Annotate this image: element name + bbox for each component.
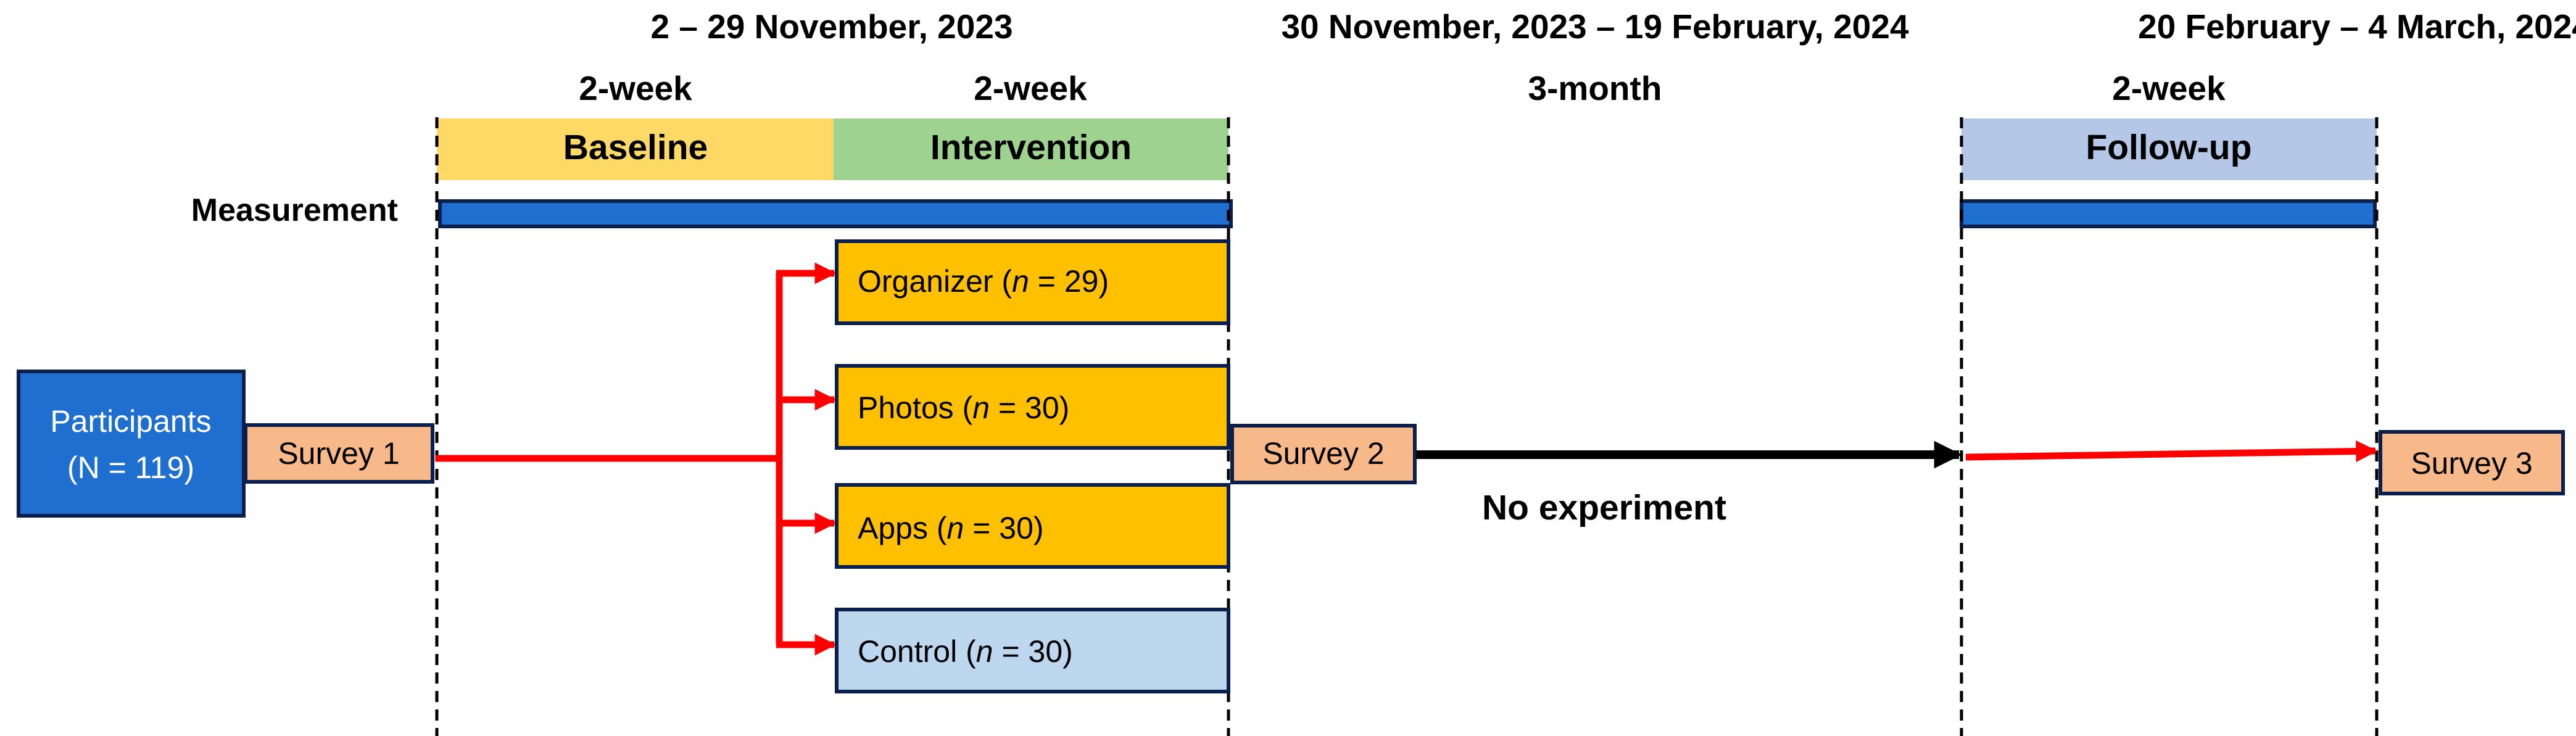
baseline-label: Baseline <box>563 128 708 167</box>
group-label-photos: Photos (n = 30) <box>858 391 1069 425</box>
group-label-apps: Apps (n = 30) <box>858 511 1044 545</box>
survey-3-box <box>2379 430 2565 495</box>
participants-box <box>17 370 246 518</box>
followup-label: Follow-up <box>2085 128 2251 167</box>
period-dates-1: 2 – 29 November, 2023 <box>650 7 1013 46</box>
participants-label-line2: (N = 119) <box>67 450 194 485</box>
survey-1-label: Survey 1 <box>278 436 399 471</box>
group-box-apps <box>835 483 1230 569</box>
group-box-control <box>835 608 1230 693</box>
measurement-bar-1 <box>438 199 1233 228</box>
measurement-label: Measurement <box>191 192 398 228</box>
group-box-organizer <box>835 239 1230 325</box>
participants-label-line1: Participants <box>50 404 211 439</box>
survey-2-box <box>1230 424 1417 484</box>
followup-phase-box <box>1961 118 2377 180</box>
followup-arrow <box>1965 440 2378 463</box>
group-box-photos <box>835 364 1230 450</box>
no-experiment-label: No experiment <box>1482 488 1726 527</box>
period-dates-3: 20 February – 4 March, 2024 <box>2138 7 2576 46</box>
survey-1-box <box>244 423 434 484</box>
group-label-organizer: Organizer (n = 29) <box>858 264 1109 299</box>
duration-intervention: 2-week <box>974 69 1087 107</box>
duration-gap: 3-month <box>1528 69 1662 107</box>
duration-followup: 2-week <box>2112 69 2226 107</box>
measurement-bar-2 <box>1960 199 2377 228</box>
intervention-label: Intervention <box>930 128 1132 167</box>
group-label-control: Control (n = 30) <box>858 634 1073 669</box>
intervention-phase-box <box>834 118 1228 180</box>
duration-baseline: 2-week <box>579 69 692 107</box>
baseline-phase-box <box>437 118 834 180</box>
survey-3-label: Survey 3 <box>2411 446 2532 481</box>
survey-2-label: Survey 2 <box>1262 436 1384 471</box>
period-dates-2: 30 November, 2023 – 19 February, 2024 <box>1281 7 1909 46</box>
